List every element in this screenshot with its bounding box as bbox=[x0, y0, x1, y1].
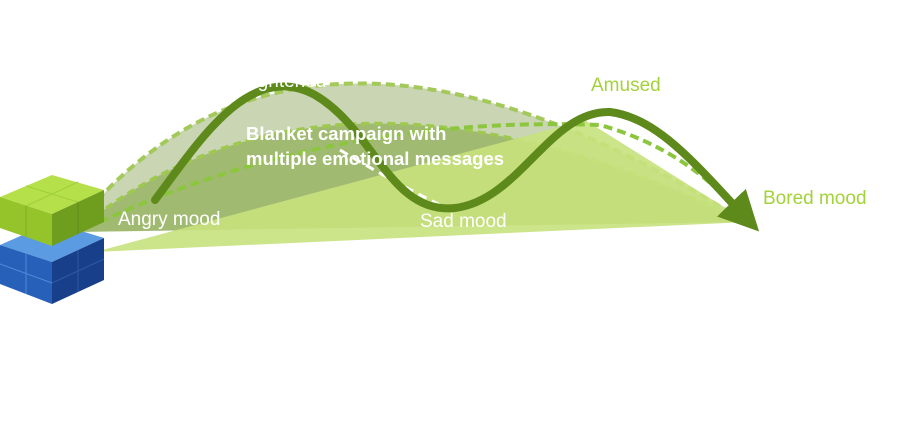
amused-label: Amused bbox=[591, 75, 661, 96]
outer-message-arc-outline bbox=[68, 81, 747, 234]
campaign-headline-line1: Blanket campaign with bbox=[246, 123, 447, 144]
bored-mood-label: Bored mood bbox=[763, 188, 867, 209]
mood-journey-arrow bbox=[151, 82, 760, 232]
angry-mood-label: Angry mood bbox=[118, 209, 221, 230]
campaign-headline: Blanket campaign with multiple emotional… bbox=[246, 121, 504, 171]
enlightened-label: Enlightened bbox=[226, 71, 327, 92]
cube-stack-icon bbox=[0, 175, 105, 304]
sad-mood-label: Sad mood bbox=[420, 211, 507, 232]
lower-message-curve bbox=[99, 122, 750, 224]
message-wedge bbox=[95, 120, 748, 252]
campaign-headline-line2: multiple emotional messages bbox=[246, 148, 505, 169]
